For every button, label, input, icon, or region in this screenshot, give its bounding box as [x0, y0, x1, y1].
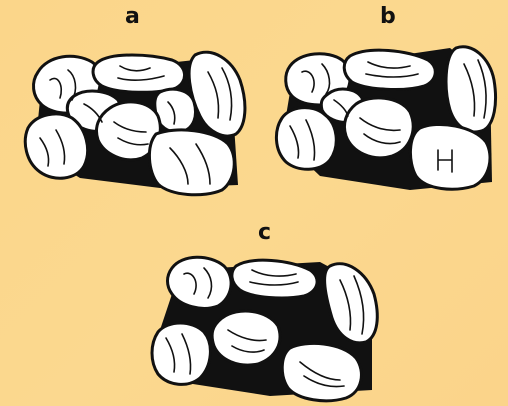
panel-c-grains	[152, 257, 377, 401]
panel-c-grain-6	[282, 343, 361, 400]
panel-c-grain-2	[232, 260, 317, 298]
panel-b-grain-3	[446, 47, 495, 132]
panel-c-grain-1	[168, 257, 232, 308]
panel-a-grain-8	[149, 130, 234, 195]
panel-a-grains	[25, 52, 245, 195]
panel-b-grain-2	[344, 50, 435, 89]
panel-c-grain-5	[152, 323, 210, 384]
panel-a-grain-2	[93, 55, 184, 92]
panel-a-grain-7	[25, 114, 87, 178]
panel-b-grain-6	[276, 108, 336, 170]
panel-b-grains	[276, 47, 495, 190]
panel-b-grain-7	[410, 124, 490, 189]
